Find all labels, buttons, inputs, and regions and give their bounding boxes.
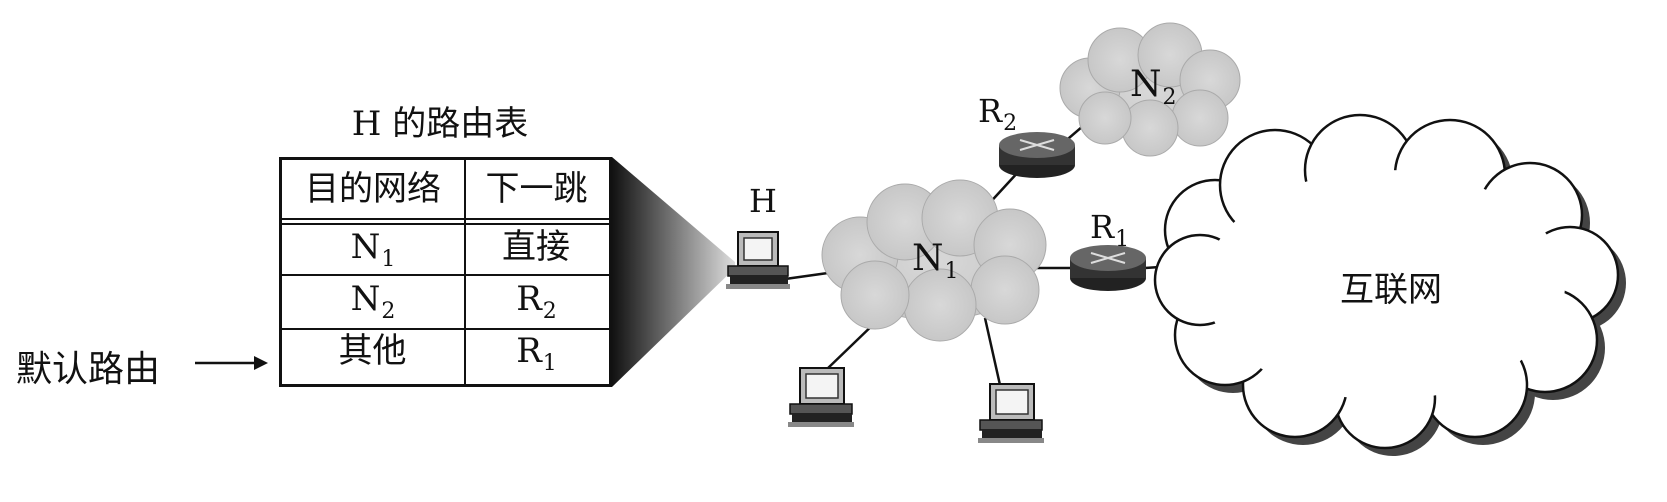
table-projection-fan <box>612 157 735 387</box>
routing-table-title: H 的路由表 <box>351 104 529 144</box>
table-header-row: 目的网络 下一跳 <box>282 164 609 214</box>
network-n2-label: N2 <box>1130 64 1177 110</box>
router-r1-label: R1 <box>1090 208 1130 252</box>
routing-table: 目的网络 下一跳 N1 直接 N2 R2 其他 R1 <box>279 157 612 387</box>
table-cell-next: 直接 <box>502 227 570 267</box>
host-h-label: H <box>749 182 777 220</box>
table-header-divider <box>282 218 609 220</box>
table-header-dest: 目的网络 <box>305 169 441 209</box>
table-column-divider <box>464 160 466 384</box>
computer-2-icon <box>978 383 1044 443</box>
table-cell-dest: N1 <box>350 227 396 272</box>
default-route-label: 默认路由 <box>16 349 161 390</box>
table-header-divider-2 <box>282 223 609 225</box>
router-r1-icon <box>1070 245 1146 291</box>
table-cell-dest: 其他 <box>338 331 407 371</box>
table-row: 其他 R1 <box>282 326 609 381</box>
link-n1-pc2 <box>983 317 1002 386</box>
network-n1-label: N1 <box>912 238 959 284</box>
table-cell-dest: N2 <box>350 279 396 324</box>
host-h-computer-icon <box>726 231 790 289</box>
table-cell-next: R1 <box>516 331 557 376</box>
router-r2-label: R2 <box>978 92 1018 136</box>
default-route-arrow-icon <box>195 356 268 370</box>
table-header-next: 下一跳 <box>485 169 588 209</box>
table-row: N2 R2 <box>282 274 609 329</box>
network-n2-cloud <box>1059 22 1241 157</box>
internet-label: 互联网 <box>1340 270 1442 310</box>
table-row-divider <box>282 274 609 276</box>
router-r2-icon <box>999 132 1075 178</box>
table-row: N1 直接 <box>282 222 609 277</box>
internet-cloud <box>1153 113 1626 456</box>
network-n1-cloud <box>821 179 1047 342</box>
computer-1-icon <box>788 367 854 427</box>
table-row-divider <box>282 328 609 330</box>
table-cell-next: R2 <box>516 279 557 324</box>
